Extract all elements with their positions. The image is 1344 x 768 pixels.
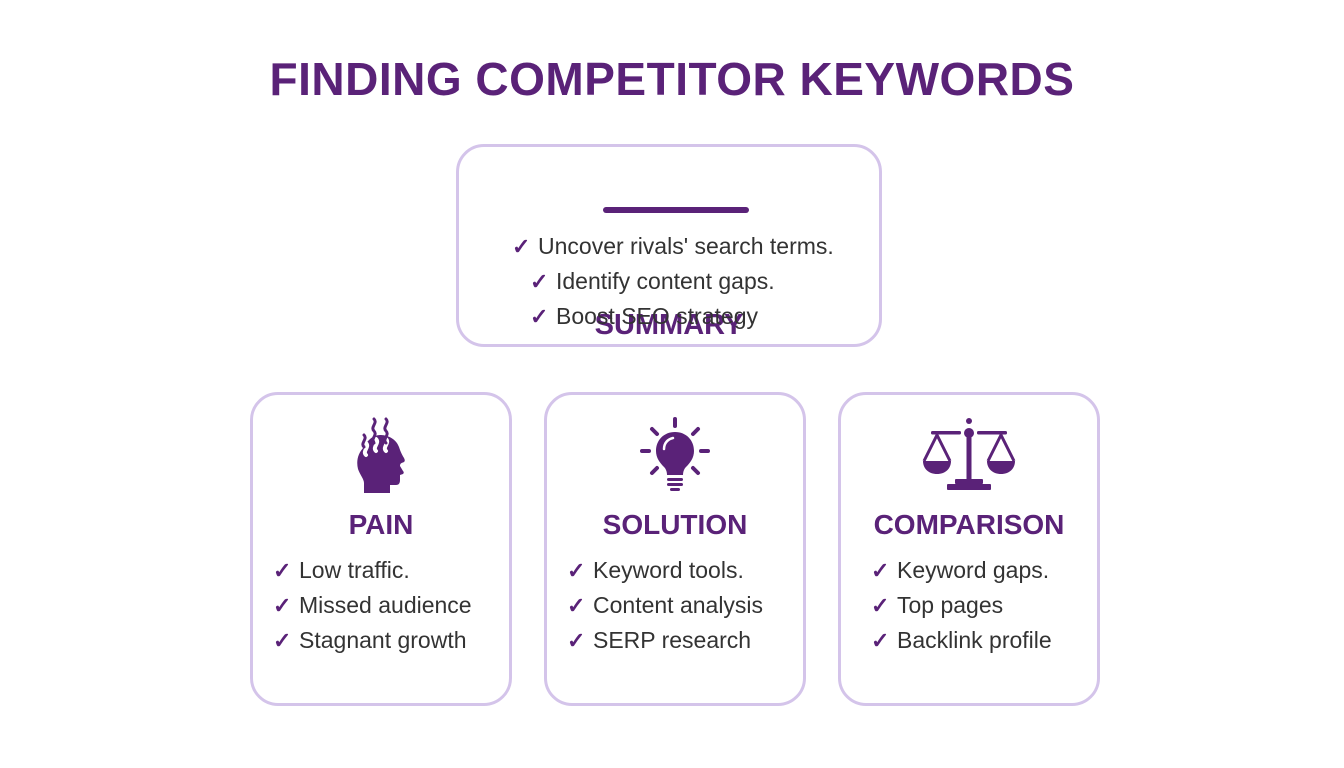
pain-card: PAIN ✓ Low traffic. ✓ Missed audience ✓ Sta… [250, 392, 512, 706]
check-icon: ✓ [567, 593, 586, 618]
solution-heading: SOLUTION [602, 509, 748, 540]
list-item: ✓ SERP research [567, 623, 803, 658]
list-item: ✓ Top pages [871, 588, 1097, 623]
page-title: FINDING COMPETITOR KEYWORDS [269, 53, 1075, 105]
list-item: ✓ Stagnant growth [273, 623, 509, 658]
check-icon: ✓ [530, 304, 549, 329]
list-item-text: Missed audience [299, 592, 472, 618]
list-item-text: Keyword gaps. [897, 557, 1050, 583]
summary-card: SUMMARY ✓ Uncover rivals' search terms. ✓… [456, 144, 882, 347]
lightbulb-icon [640, 417, 710, 491]
comparison-list: ✓ Keyword gaps. ✓ Top pages ✓ Backlink prof… [871, 553, 1097, 658]
head-stress-icon [357, 417, 405, 493]
check-icon: ✓ [567, 628, 586, 653]
summary-list: ✓ Uncover rivals' search terms. ✓ Identify… [459, 229, 879, 334]
pain-list: ✓ Low traffic. ✓ Missed audience ✓ Stagnant… [273, 553, 509, 658]
pain-heading: PAIN [348, 509, 414, 540]
solution-list: ✓ Keyword tools. ✓ Content analysis ✓ SERP … [567, 553, 803, 658]
list-item-text: Uncover rivals' search terms. [538, 233, 834, 259]
check-icon: ✓ [871, 593, 890, 618]
list-item-text: Backlink profile [897, 627, 1052, 653]
check-icon: ✓ [273, 558, 292, 583]
list-item: ✓ Keyword gaps. [871, 553, 1097, 588]
comparison-heading: COMPARISON [873, 509, 1065, 540]
list-item-text: Keyword tools. [593, 557, 744, 583]
check-icon: ✓ [530, 269, 549, 294]
list-item-text: Identify content gaps. [556, 268, 775, 294]
check-icon: ✓ [273, 628, 292, 653]
list-item: ✓ Low traffic. [273, 553, 509, 588]
list-item-text: Boost SEO strategy [556, 303, 758, 329]
list-item: ✓ Missed audience [273, 588, 509, 623]
list-item-text: SERP research [593, 627, 752, 653]
solution-card: SOLUTION ✓ Keyword tools. ✓ Content analys… [544, 392, 806, 706]
list-item-text: Low traffic. [299, 557, 410, 583]
list-item-text: Content analysis [593, 592, 764, 618]
list-item: ✓ Uncover rivals' search terms. [459, 229, 879, 264]
list-item: ✓ Backlink profile [871, 623, 1097, 658]
list-item: ✓ Content analysis [567, 588, 803, 623]
summary-heading: SUMMARY [594, 309, 744, 341]
list-item: ✓ Boost SEO strategy [459, 299, 879, 334]
check-icon: ✓ [871, 628, 890, 653]
list-item: ✓ Keyword tools. [567, 553, 803, 588]
check-icon: ✓ [871, 558, 890, 583]
check-icon: ✓ [273, 593, 292, 618]
check-icon: ✓ [567, 558, 586, 583]
list-item-text: Stagnant growth [299, 627, 467, 653]
summary-underline [603, 207, 749, 213]
list-item-text: Top pages [897, 592, 1004, 618]
balance-scale-icon [922, 418, 1016, 490]
list-item: ✓ Identify content gaps. [459, 264, 879, 299]
check-icon: ✓ [512, 234, 531, 259]
comparison-card: COMPARISON ✓ Keyword gaps. ✓ Top pages ✓ Ba… [838, 392, 1100, 706]
